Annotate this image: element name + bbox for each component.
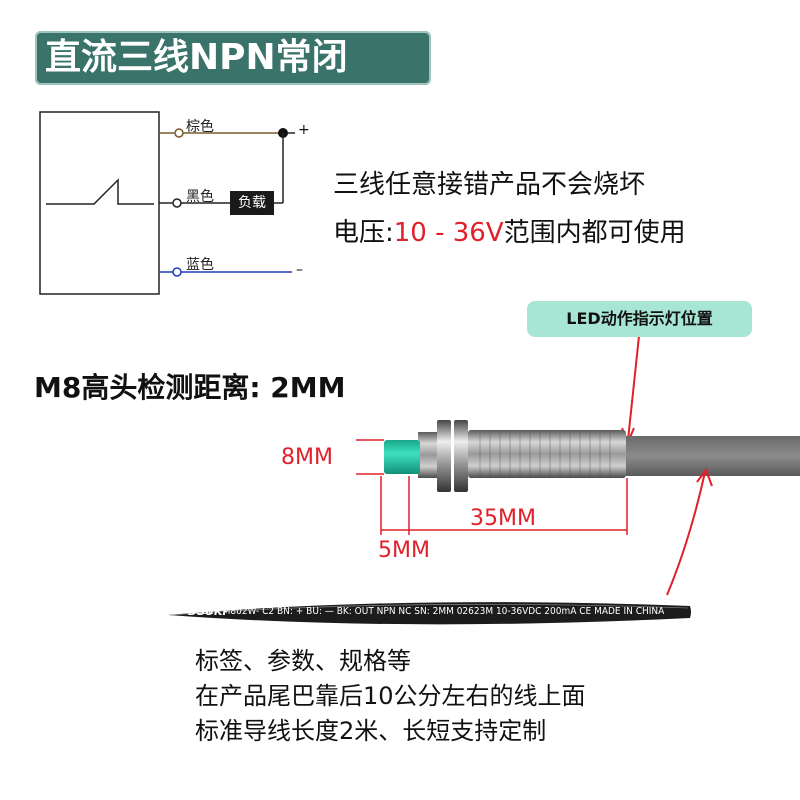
minus-symbol: –	[296, 262, 303, 278]
title-badge	[35, 31, 431, 85]
led-position-tag: LED动作指示灯位置	[527, 301, 752, 337]
note-voltage-suffix: 范围内都可使用	[503, 218, 686, 248]
sensor-body	[468, 430, 626, 478]
sensor-head	[384, 440, 420, 474]
note-voltage-value: 10 - 36V	[393, 218, 504, 248]
black-terminal	[172, 198, 182, 208]
brown-wire-label: 棕色	[186, 119, 214, 135]
detect-range-text: M8高头检测距离: 2MM	[34, 371, 346, 404]
label-brand: DSUKI	[188, 605, 227, 618]
dim-head: 5MM	[378, 538, 430, 563]
bottom-note-3: 标准导线长度2米、长短支持定制	[195, 717, 547, 745]
nut-back	[454, 420, 468, 492]
load-box: 负载	[230, 191, 274, 215]
note-voltage-prefix: 电压:	[333, 218, 394, 248]
dim-diameter: 8MM	[281, 445, 333, 470]
label-strip-text: ECE - M802W- C2 BN: + BU: — BK: OUT NPN …	[196, 606, 665, 617]
black-wire-label: 黑色	[186, 189, 214, 205]
brown-terminal	[174, 128, 184, 138]
blue-wire-label: 蓝色	[186, 257, 214, 273]
cable	[622, 436, 800, 476]
dim-length: 35MM	[470, 506, 536, 531]
bottom-note-1: 标签、参数、规格等	[195, 647, 411, 675]
sensor-box	[39, 111, 160, 295]
plus-symbol: +	[298, 122, 310, 138]
note-line-1: 三线任意接错产品不会烧坏	[333, 170, 646, 200]
label-pointer	[666, 471, 706, 596]
led-pointer	[627, 335, 640, 441]
nut-front	[437, 420, 451, 492]
switch-symbol	[46, 178, 154, 205]
note-line-2: 电压:10 - 36V范围内都可使用	[333, 212, 686, 249]
bottom-note-2: 在产品尾巴靠后10公分左右的线上面	[195, 682, 586, 710]
blue-terminal	[172, 267, 182, 277]
page-title: 直流三线NPN常闭	[45, 37, 348, 78]
